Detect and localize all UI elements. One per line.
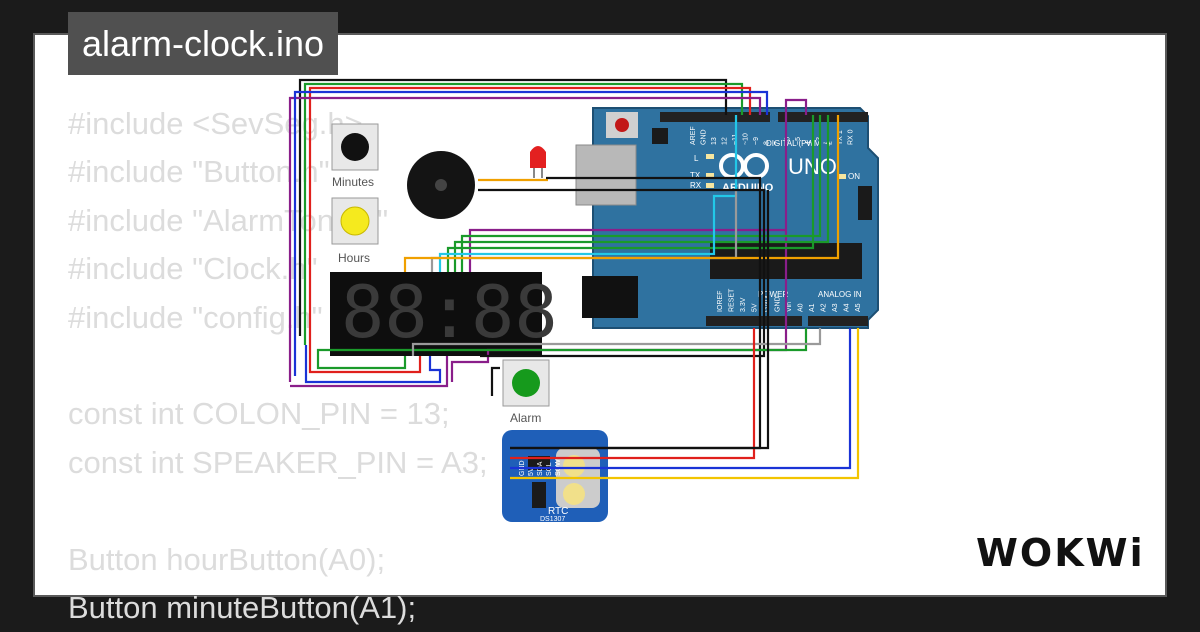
pin-label: SCL (546, 462, 553, 476)
pin-label: A0 (798, 303, 805, 312)
pin-label: 5V (752, 303, 759, 312)
rx-led (706, 183, 714, 188)
code-line: #include "Clock.h" (68, 251, 318, 287)
alarm-button[interactable]: Alarm (502, 359, 550, 425)
pin-label: 8 (764, 141, 771, 145)
pin-label: A4 (844, 303, 851, 312)
power-header (706, 316, 802, 326)
pin-label: 5V (528, 467, 535, 476)
pin-label: Vin (786, 302, 793, 312)
pin-label: IOREF (717, 291, 724, 312)
minutes-button[interactable]: Minutes (331, 123, 379, 189)
pin-label: 12 (722, 137, 729, 145)
code-background: #include <SevSeg.h>#include "Button.h"#i… (68, 100, 488, 632)
minutes-label: Minutes (332, 175, 374, 189)
rtc-chip: DS1307 (540, 516, 565, 523)
pin-label: ~9 (753, 137, 760, 145)
pin-label: RESET (729, 288, 736, 312)
alarm-label: Alarm (510, 411, 541, 425)
icsp-header (858, 186, 872, 220)
pin-label: RX 0 (848, 129, 855, 145)
pin-label: ~6 (785, 137, 792, 145)
l-label: L (694, 154, 699, 163)
pin-label: 2 (827, 141, 834, 145)
buzzer[interactable] (407, 151, 475, 219)
code-line: Button hourButton(A0); (68, 541, 386, 577)
arduino-uno[interactable]: ARDUINO UNO DIGITAL (PWM ~) POWER ANALOG… (575, 107, 879, 329)
pin-label: 4 (806, 141, 813, 145)
usb-port (575, 144, 637, 206)
analog-header (808, 316, 868, 326)
file-title: alarm-clock.ino (68, 12, 339, 75)
wokwi-logo-text: WOKWi (976, 531, 1145, 575)
pin-label: AREF (690, 126, 697, 145)
tx-led (706, 173, 714, 178)
pin-label: GND (763, 296, 770, 312)
pin-label: A2 (821, 303, 828, 312)
top-header-right (778, 112, 868, 122)
pin-label: A5 (855, 303, 862, 312)
pin-label: TX 1 (837, 130, 844, 145)
red-led[interactable] (530, 146, 546, 178)
display-digits: 88:88 (341, 270, 558, 354)
power-label: POWER (758, 290, 788, 299)
pin-label: A3 (832, 303, 839, 312)
seven-segment-display[interactable]: 88:88 (330, 270, 558, 356)
code-line: #include "Button.h" (68, 154, 330, 190)
hours-button[interactable]: Hours (331, 197, 379, 265)
pin-label: GND (701, 129, 708, 145)
on-label: ON (848, 172, 860, 181)
tx-label: TX (690, 171, 701, 180)
code-line: const int COLON_PIN = 13; (68, 396, 450, 432)
analog-label: ANALOG IN (818, 290, 862, 299)
pin-label: A1 (809, 303, 816, 312)
top-header-left (660, 112, 770, 122)
reset-button-knob[interactable] (615, 118, 629, 132)
power-jack (582, 276, 638, 318)
rtc-label: RTC (548, 506, 568, 517)
wires (288, 78, 860, 480)
code-line: const int SPEAKER_PIN = A3; (68, 444, 488, 480)
pin-label: 7 (774, 141, 781, 145)
pin-label: ~5 (795, 137, 802, 145)
pin-label: 3.3V (740, 297, 747, 312)
pin-label: GND (775, 296, 782, 312)
pin-label: 13 (711, 137, 718, 145)
wokwi-logo: WOKWi (976, 528, 1148, 583)
code-line: Button minuteButton(A1); (68, 589, 417, 625)
l-led (706, 154, 714, 159)
icsp2-header (652, 128, 668, 144)
digital-label: DIGITAL (PWM ~) (766, 139, 831, 148)
on-led (838, 174, 846, 179)
arduino-brand: ARDUINO (722, 182, 774, 194)
rx-label: RX (690, 181, 702, 190)
bottom-pin-labels: IOREF RESET 3.3V 5V GND GND Vin A0 A1 A2 A3 A4 A5 (717, 288, 862, 312)
hours-label: Hours (338, 251, 370, 265)
pin-label: ~10 (743, 133, 750, 145)
